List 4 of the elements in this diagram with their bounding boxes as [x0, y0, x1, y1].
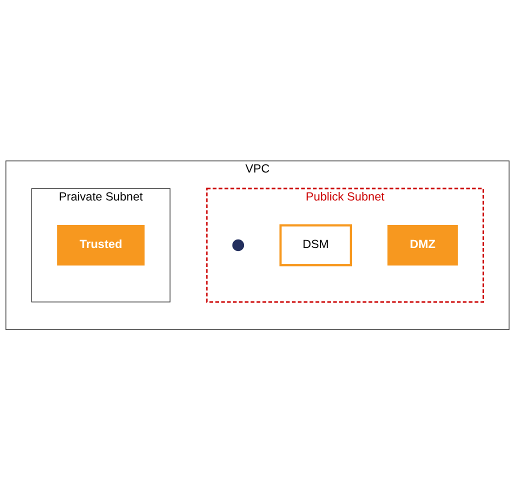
node-box: DSM	[279, 224, 352, 266]
node-box: Trusted	[57, 224, 145, 266]
node-circle	[232, 239, 244, 251]
node-box: DMZ	[387, 224, 458, 266]
